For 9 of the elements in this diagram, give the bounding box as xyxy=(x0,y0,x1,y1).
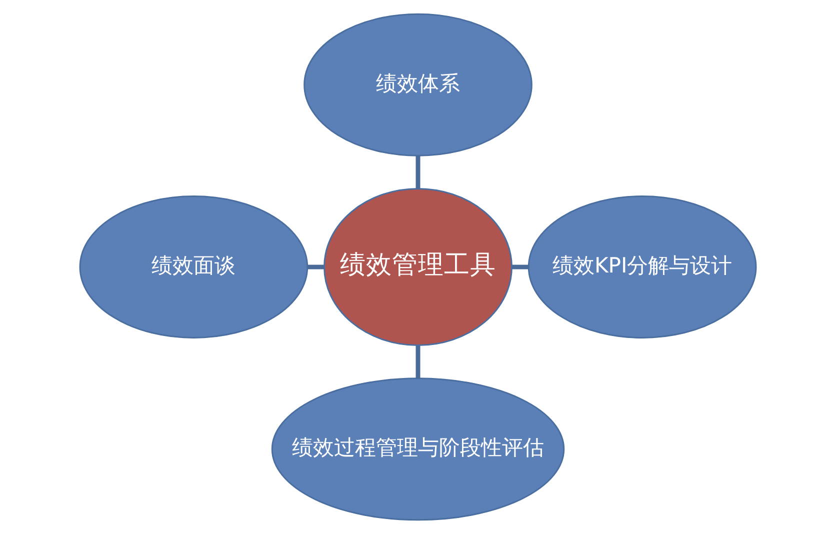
node-ellipse: 绩效过程管理与阶段性评估 xyxy=(271,378,565,521)
connector xyxy=(416,346,420,378)
connector xyxy=(512,264,529,270)
connector xyxy=(416,156,420,189)
node-ellipse: 绩效KPI分解与设计 xyxy=(528,196,757,338)
node-ellipse: 绩效面谈 xyxy=(79,196,308,338)
connector xyxy=(308,264,324,270)
node-ellipse: 绩效管理工具 xyxy=(324,188,512,346)
node-ellipse: 绩效体系 xyxy=(304,13,532,156)
